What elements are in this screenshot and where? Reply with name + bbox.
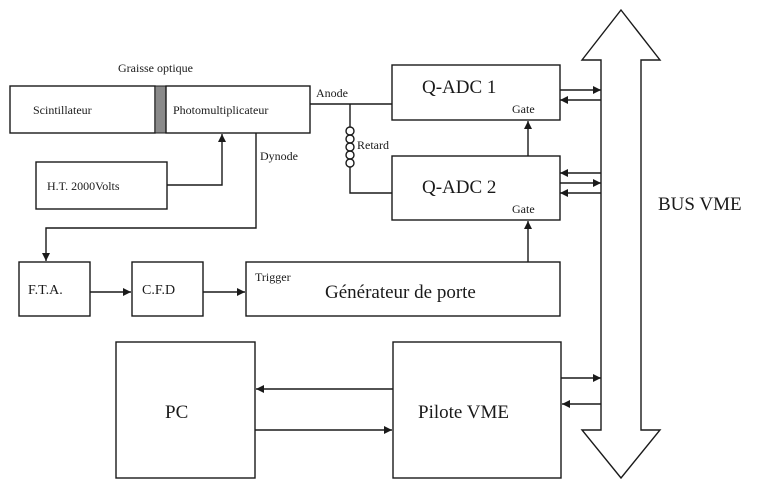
qadc1-gate-label: Gate (512, 102, 535, 116)
anode-label: Anode (316, 86, 348, 100)
photomultiplicateur-label: Photomultiplicateur (173, 103, 268, 117)
bus-vme-label: BUS VME (658, 194, 742, 215)
graisse-optique-label: Graisse optique (118, 61, 193, 75)
dynode-wire (42, 133, 257, 261)
fta-label: F.T.A. (28, 283, 63, 298)
qadc1-box (391, 64, 561, 121)
scintillateur-box (9, 85, 156, 134)
bus-vme-arrow (580, 8, 662, 480)
pc-box (115, 341, 256, 479)
pc-label: PC (165, 402, 188, 423)
graisse-optique-block (154, 85, 167, 134)
ht-label: H.T. 2000Volts (47, 179, 120, 193)
pilote-vme-box (392, 341, 562, 479)
qadc1-label: Q-ADC 1 (422, 77, 496, 98)
cfd-box (131, 261, 204, 317)
generateur-label: Générateur de porte (325, 282, 476, 303)
trigger-label: Trigger (255, 270, 291, 284)
retard-label: Retard (357, 138, 389, 152)
photomultiplicateur-box (165, 85, 311, 134)
retard-wire (349, 167, 392, 194)
qadc2-gate-label: Gate (512, 202, 535, 216)
generateur-box (245, 261, 561, 317)
cfd-label: C.F.D (142, 283, 175, 298)
pilote-vme-label: Pilote VME (418, 402, 509, 423)
fta-box (18, 261, 91, 317)
retard-coil-loops (345, 126, 355, 168)
ht-to-pm-arrow (167, 134, 226, 186)
qadc2-label: Q-ADC 2 (422, 177, 496, 198)
dynode-label: Dynode (260, 149, 298, 163)
scintillateur-label: Scintillateur (33, 103, 92, 117)
qadc2-box (391, 155, 561, 221)
